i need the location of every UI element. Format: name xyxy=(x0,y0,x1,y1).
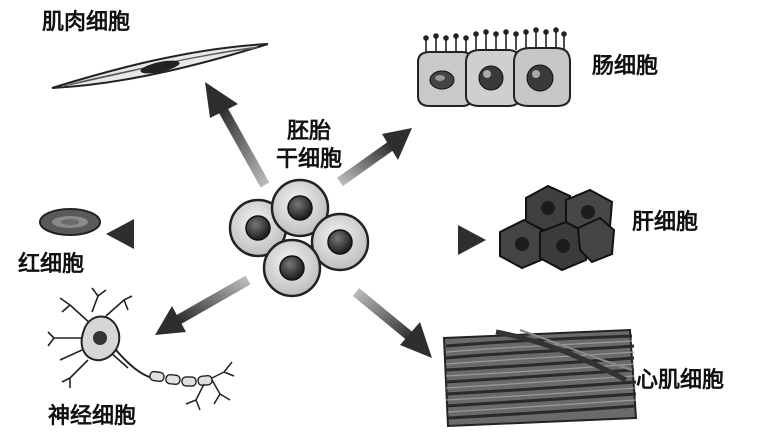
intestinal-cell xyxy=(513,47,571,107)
cardiac-muscle-illustration xyxy=(442,328,638,428)
arrow-to-cardiac xyxy=(352,288,432,358)
arrow-to-liver xyxy=(378,225,486,255)
red-blood-cell-illustration xyxy=(39,208,101,236)
label-intestinal-cell: 肠细胞 xyxy=(592,54,659,79)
label-red-blood-cell: 红细胞 xyxy=(18,252,85,277)
neuron-illustration xyxy=(47,287,235,411)
liver-cell xyxy=(539,220,590,272)
stem-cell xyxy=(310,212,370,272)
label-embryonic-stem-cell-line2: 干细胞 xyxy=(276,147,343,172)
liver-cell xyxy=(576,216,616,264)
intestinal-cell xyxy=(417,51,473,107)
intestinal-cell xyxy=(465,49,521,107)
microvilli xyxy=(423,27,567,52)
label-liver-cell: 肝细胞 xyxy=(632,210,699,235)
stem-cell xyxy=(262,238,322,298)
muscle-cell-illustration xyxy=(51,43,269,89)
label-neuron: 神经细胞 xyxy=(48,404,137,429)
liver-cells-illustration xyxy=(499,184,616,272)
arrow-to-neuron xyxy=(155,275,251,335)
stem-cell xyxy=(270,178,330,238)
arrow-to-red-blood xyxy=(106,219,222,249)
arrow-to-muscle xyxy=(205,82,270,188)
label-muscle-cell: 肌肉细胞 xyxy=(42,10,131,35)
label-embryonic-stem-cell: 胚胎 干细胞 xyxy=(276,118,342,174)
label-embryonic-stem-cell-line1: 胚胎 xyxy=(287,119,332,144)
arrow-to-intestine xyxy=(337,128,412,187)
embryonic-stem-cell-cluster xyxy=(228,178,370,298)
label-cardiac-muscle-cell: 心肌细胞 xyxy=(636,368,725,393)
intestinal-cells-illustration xyxy=(417,27,571,107)
axon-myelin xyxy=(149,370,213,387)
